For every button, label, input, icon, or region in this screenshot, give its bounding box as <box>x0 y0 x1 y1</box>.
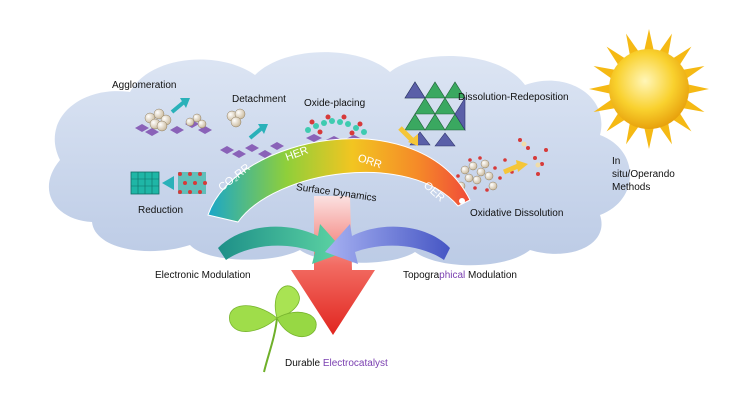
electronic-modulation-arrow <box>218 224 345 264</box>
detachment-label: Detachment <box>232 94 286 105</box>
topographical-modulation-arrow <box>325 224 450 264</box>
sun-ray <box>626 121 640 145</box>
durable-electrocatalyst-label: Durable Electrocatalyst <box>285 358 388 370</box>
agglomeration-label: Agglomeration <box>112 80 177 91</box>
electrocatalyst-accent: Electrocatalyst <box>322 358 388 369</box>
oxidative-dissolution-label: Oxidative Dissolution <box>470 208 564 219</box>
oxide-placing-cluster-icon <box>305 114 367 144</box>
clover-leaf-icon <box>229 285 317 373</box>
sun-ray <box>681 66 705 80</box>
sun-icon <box>589 29 709 149</box>
sun-ray <box>686 84 709 94</box>
agglomeration-cluster-icon <box>135 98 212 136</box>
durable-prefix: Durable <box>285 358 323 369</box>
topographical-suffix: Modulation <box>465 270 517 281</box>
sun-ray <box>593 98 617 112</box>
dissolution-redeposition-cluster-icon <box>398 81 466 147</box>
sun-ray <box>644 29 654 52</box>
sun-ray <box>658 121 672 145</box>
surface-dynamics-arc <box>207 138 471 223</box>
topographical-prefix: Topogra <box>403 270 440 281</box>
topographical-modulation-label: Topographical Modulation <box>403 270 517 282</box>
reduction-label: Reduction <box>138 205 184 216</box>
durability-down-arrow <box>291 196 375 335</box>
in-situ-operando-label: In situ/Operando Methods <box>612 156 675 193</box>
reduction-lattice-icon <box>130 171 207 195</box>
oxide-placing-label: Oxide-placing <box>304 98 366 109</box>
sun-ray <box>644 126 654 149</box>
sun-ray <box>626 33 640 57</box>
sun-ray <box>593 66 617 80</box>
detachment-cluster-icon <box>220 108 284 158</box>
topographical-accent: phical <box>439 270 466 281</box>
sun-ray <box>681 98 705 112</box>
electronic-modulation-label: Electronic Modulation <box>155 270 251 281</box>
sun-ray <box>658 33 672 57</box>
sun-ray <box>589 84 612 94</box>
dissolution-redeposition-label: Dissolution-Redeposition <box>458 92 569 103</box>
